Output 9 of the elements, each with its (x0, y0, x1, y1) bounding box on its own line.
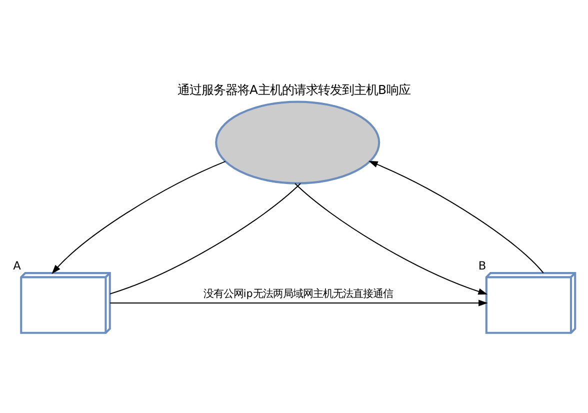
arrow (294, 183, 488, 295)
node-label: B (478, 258, 486, 273)
connector (110, 183, 301, 294)
arrow (110, 300, 488, 306)
arrow (368, 160, 544, 274)
node-label: A (13, 258, 21, 273)
arrow (52, 160, 226, 274)
edge-label: 没有公网ip无法两局域网主机无法直接通信 (203, 288, 393, 300)
diagram-title: 通过服务器将A主机的请求转发到主机B响应 (178, 83, 410, 98)
